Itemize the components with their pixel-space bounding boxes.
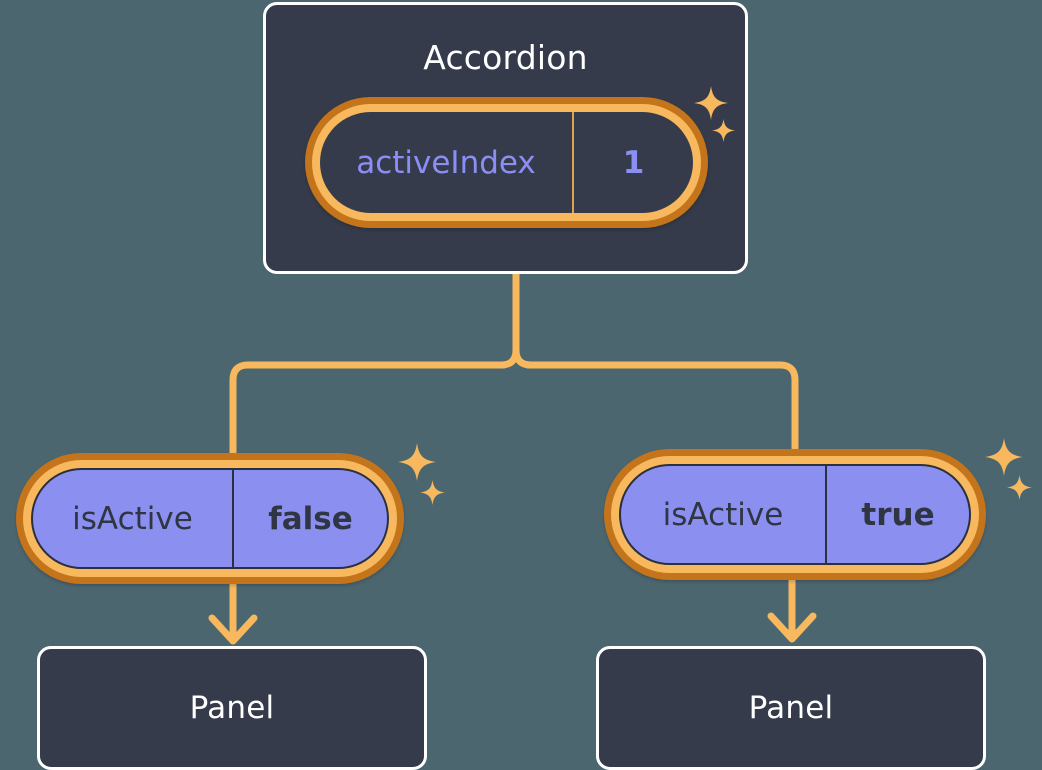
arrow-down-icon-right [767,612,817,643]
state-key-activeindex: activeIndex [356,144,536,181]
pill-core: isActive true [619,464,971,565]
panel-left-title: Panel [189,689,275,726]
state-key-isactive-right: isActive [662,496,784,533]
pill-inner-ring: activeIndex 1 [312,104,701,221]
panel-component-left[interactable]: Panel [37,646,427,770]
pill-inner-ring: isActive false [23,460,397,577]
state-value-isactive-left: false [232,470,387,567]
state-pill-activeindex[interactable]: activeIndex 1 [305,97,708,228]
connector-trunk-notch [497,346,520,369]
connector-branch-left [229,361,508,459]
four-point-star-icon [398,443,436,481]
four-point-star-small-icon [420,480,445,505]
state-value-activeindex: 1 [572,112,693,213]
panel-component-right[interactable]: Panel [596,646,986,770]
state-pill-isactive-right[interactable]: isActive true [604,449,986,580]
state-value-isactive-right: true [825,466,969,563]
state-key-isactive-left: isActive [72,500,193,537]
accordion-title: Accordion [423,38,588,77]
connector-branch-right [524,361,799,456]
state-pill-isactive-left[interactable]: isActive false [16,453,404,584]
pill-inner-ring: isActive true [611,456,979,573]
pill-core: activeIndex 1 [320,112,693,213]
four-point-star-small-icon [1007,475,1032,500]
arrow-down-icon-left [208,614,258,645]
four-point-star-icon [985,438,1023,476]
pill-core: isActive false [31,468,389,569]
panel-right-title: Panel [748,689,834,726]
connector-trunk [512,270,535,369]
